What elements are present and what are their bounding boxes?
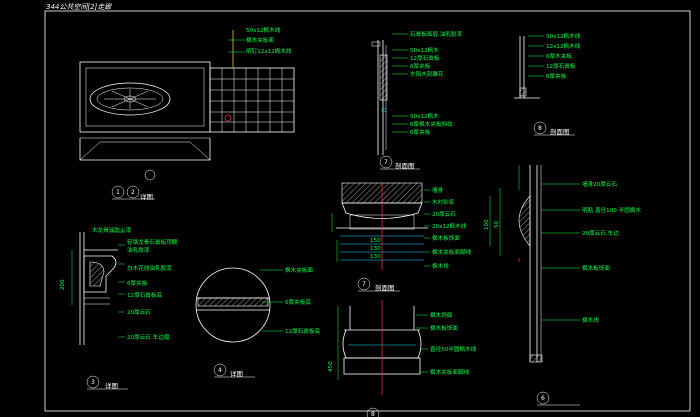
label-v4-1: 轻钢龙骨石膏板顶棚 xyxy=(127,238,178,246)
dim-v7-0: 450 xyxy=(328,361,334,372)
label-v5-0: 枫木夹板面 xyxy=(285,266,313,274)
label-v2-6: 6厚枫木夹板斜纹 xyxy=(410,120,453,128)
view-3-section: 50x12枫木线 12x12枫木线 6厚木夹板 12厚石膏板 6厚夹板 8 剖面… xyxy=(514,32,581,136)
label-v6-3: 20x12枫木线 xyxy=(432,222,467,230)
view-6-title: 剖面图 xyxy=(375,283,395,292)
view-6-num: 7 xyxy=(362,281,366,288)
grid-panel xyxy=(209,67,295,133)
view-8-num: 6 xyxy=(541,395,545,402)
label-v8-4: 枫木线 xyxy=(582,316,599,324)
label-v2-0: 石膏板面层,油乳胶漆 xyxy=(410,30,463,38)
view-2-num: 7 xyxy=(384,159,388,166)
label-v1-2: 明钉12x12枫木线 xyxy=(246,47,292,55)
detail-circle xyxy=(195,267,271,343)
label-v4-2: 油乳胶漆 xyxy=(127,246,150,254)
label-v6-1: 木衬砂浆 xyxy=(432,198,455,206)
label-v3-1: 12x12枫木线 xyxy=(546,42,581,50)
view-4-title: 详图 xyxy=(105,381,118,390)
dim-v6-1: 130 xyxy=(370,246,381,252)
label-v2-3: 6厚夹板 xyxy=(410,62,431,70)
view-1-title: 详图 xyxy=(140,192,153,201)
sheet-title: 344公共空间[2]走廊 xyxy=(46,3,112,11)
label-v3-2: 6厚木夹板 xyxy=(546,52,572,60)
label-v2-1: 50x12枫木 xyxy=(410,46,439,54)
label-v2-5: 50x12枫木 xyxy=(410,112,439,120)
label-v2-7: 6厚夹板 xyxy=(410,128,431,136)
drawing-frame xyxy=(44,10,691,412)
view-5-title: 详图 xyxy=(230,369,243,378)
label-v6-5: 枫木夹板面脚线 xyxy=(432,248,472,256)
label-v3-3: 12厚石膏板 xyxy=(546,62,576,70)
label-v5-1: 6厚夹板底 xyxy=(285,298,311,306)
view-8-wall-section: 100 50 墙身20厚云石 明贴 直径100 半圆枫木 20厚云石,车边 枫木… xyxy=(484,165,641,406)
view-6-plinth-section: 150 130 130 墙身 木衬砂浆 20厚云石 20x12枫木线 枫木板饰面… xyxy=(331,182,472,292)
view-3-num: 8 xyxy=(538,125,542,132)
view-1-elevation: 50x12枫木线 枫木夹板面 明钉12x12枫木线 1 2 详图 xyxy=(79,26,295,201)
label-v1-1: 枫木夹板面 xyxy=(246,36,274,44)
view-5-num: 4 xyxy=(218,367,222,374)
label-v8-3: 枫木板饰面 xyxy=(582,264,610,272)
dim-v6-2: 130 xyxy=(370,254,381,260)
view-4-num: 3 xyxy=(91,379,95,386)
view-2-section: 石膏板面层,油乳胶漆 50x12枫木 12厚石膏板 6厚夹板 东阳木刻雕花 50… xyxy=(371,30,463,170)
label-v4-7: 20厚云石 车边磨 xyxy=(127,333,170,341)
label-v7-0: 枫木饰面 xyxy=(430,311,453,319)
label-v1-0: 50x12枫木线 xyxy=(246,26,281,34)
dim-v8-0: 100 xyxy=(484,219,490,230)
label-v3-4: 6厚夹板 xyxy=(546,72,567,80)
view-5-circle-detail: 枫木夹板面 6厚夹板底 12厚石膏板底 4 详图 xyxy=(195,266,320,378)
label-v7-1: 枫木板饰面 xyxy=(430,324,458,332)
label-v3-0: 50x12枫木线 xyxy=(546,32,581,40)
label-v2-2: 12厚石膏板 xyxy=(410,54,440,62)
label-v6-2: 20厚云石 xyxy=(432,211,456,218)
label-v4-3: 白木花线油乳胶漆 xyxy=(127,264,172,272)
label-v4-5: 12厚石膏板底 xyxy=(127,291,162,299)
view-1-num-a: 1 xyxy=(116,189,120,196)
view-4-cornice-detail: 200 木龙骨涂防火漆 轻钢龙骨石膏板顶棚 油乳胶漆 白木花线油乳胶漆 6厚夹板… xyxy=(60,226,178,390)
label-v4-6: 20厚云石 xyxy=(127,309,151,316)
label-v8-0: 墙身20厚云石 xyxy=(582,180,617,188)
view-1-num-b: 2 xyxy=(131,189,135,196)
view-3-title: 剖面图 xyxy=(550,127,570,136)
svg-text:200: 200 xyxy=(60,279,66,290)
dim-v8-1: 50 xyxy=(494,220,500,228)
dim-v6-0: 150 xyxy=(370,238,381,244)
label-v4-0: 木龙骨涂防火漆 xyxy=(92,226,132,234)
label-v2-4: 东阳木刻雕花 xyxy=(410,70,444,78)
label-v7-2: 直径50半圆枫木线 xyxy=(430,345,477,353)
label-v4-4: 6厚夹板 xyxy=(127,279,148,287)
label-v8-2: 20厚云石,车边 xyxy=(582,229,619,237)
view-7-column-base: 450 枫木饰面 枫木板饰面 直径50半圆枫木线 枫木夹板面脚线 8 xyxy=(328,300,477,417)
label-v6-0: 墙身 xyxy=(432,186,444,194)
label-v7-3: 枫木夹板面脚线 xyxy=(430,368,470,376)
view-7-num: 8 xyxy=(371,411,375,417)
label-v6-6: 枫木线 xyxy=(432,262,449,270)
view-2-title: 剖面图 xyxy=(395,161,415,170)
label-v6-4: 枫木板饰面 xyxy=(432,234,460,242)
oval-carving xyxy=(89,82,171,116)
label-v5-2: 12厚石膏板底 xyxy=(285,327,320,335)
label-v8-1: 明贴 直径100 半圆枫木 xyxy=(582,206,641,214)
